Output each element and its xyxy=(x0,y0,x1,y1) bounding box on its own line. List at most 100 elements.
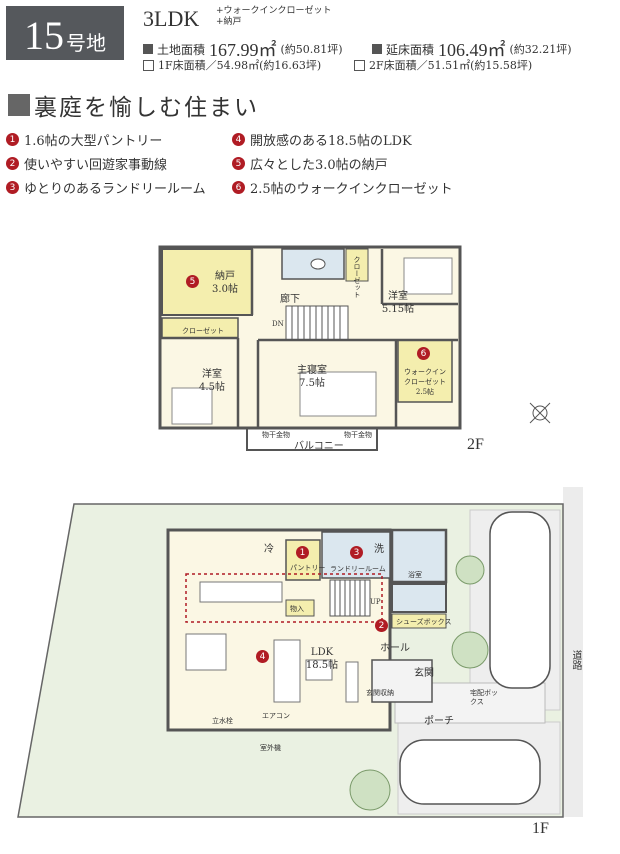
square-bullet-icon xyxy=(8,94,30,116)
marker-6: 6 xyxy=(417,347,430,360)
hall-2f-label: 廊下 xyxy=(280,294,300,305)
land-area-value: 167.99㎡ xyxy=(209,40,277,60)
storage-size: 3.0帖 xyxy=(212,284,238,295)
room-west-label: 洋室 4.5帖 xyxy=(190,368,234,394)
marker-4: 4 xyxy=(256,650,269,663)
floor2-area: 2F床面積／51.51㎡(約15.58坪) xyxy=(354,57,532,73)
toilet-1f xyxy=(391,583,447,613)
circulation-route xyxy=(185,573,383,623)
room-east-label: 洋室 5.15帖 xyxy=(376,290,420,316)
total-floor-area-value: 106.49㎡ xyxy=(438,40,506,60)
entrance-label: 玄関 xyxy=(414,668,434,679)
marker-3: 3 xyxy=(350,546,363,559)
plan-type: 3LDK xyxy=(143,6,200,31)
room-east-size: 5.15帖 xyxy=(381,304,415,315)
balcony-label: バルコニー xyxy=(294,441,344,452)
square-outline-icon xyxy=(143,59,154,71)
storage-name: 納戸 xyxy=(215,271,235,282)
marker-2: 2 xyxy=(375,619,388,632)
headline-text: 裏庭を愉しむ住まい xyxy=(34,95,259,121)
marker-1: 1 xyxy=(296,546,309,559)
dn-label: DN xyxy=(272,320,284,328)
delivery-box-label: 宅配ボックス xyxy=(470,689,498,706)
feature-text: 2.5帖のウォークインクローゼット xyxy=(250,182,453,197)
lot-number: 15 xyxy=(24,13,64,58)
bathroom xyxy=(390,528,448,584)
room-east-name: 洋室 xyxy=(388,291,408,302)
drying-right-label: 物干金物 xyxy=(344,431,372,439)
master-size: 7.5帖 xyxy=(299,378,325,389)
refrigerator-label: 冷 xyxy=(264,544,274,555)
square-outline-icon xyxy=(354,59,365,71)
up-label: UP xyxy=(370,598,381,606)
feature-text: 開放感のある18.5帖のLDK xyxy=(250,134,412,149)
road-label: 道路 xyxy=(570,650,581,670)
total-floor-area-label: 延床面積 xyxy=(386,42,435,57)
wic-name: ウォークイン xyxy=(404,368,446,376)
land-area-label: 土地面積 xyxy=(157,42,206,57)
shoe-box-label: シューズボックス xyxy=(396,618,452,626)
tree-icon xyxy=(349,555,489,811)
floor1-label: 1F xyxy=(532,820,549,837)
wic-label: ウォークイン クローゼット 2.5帖 xyxy=(400,367,450,397)
floor1-area: 1F床面積／54.98㎡(約16.63坪) xyxy=(143,57,321,73)
room-west-size: 4.5帖 xyxy=(199,382,225,393)
hall-1f-label: ホール xyxy=(380,643,410,654)
feature-number: 5 xyxy=(232,157,245,170)
aircon-label: エアコン xyxy=(262,712,290,720)
master-bedroom-label: 主寝室 7.5帖 xyxy=(290,364,334,390)
feature-text: 広々とした3.0帖の納戸 xyxy=(250,158,388,173)
road-strip xyxy=(563,487,583,817)
wic-size: 2.5帖 xyxy=(415,388,435,396)
feature-item: 4 開放感のある18.5帖のLDK xyxy=(232,130,412,149)
car-icon xyxy=(399,511,551,805)
feature-number: 3 xyxy=(6,181,19,194)
plan-extra-2: +納戸 xyxy=(216,17,242,27)
closet-label: クローゼット xyxy=(182,327,224,335)
feature-number: 1 xyxy=(6,133,19,146)
closet-east-label: クローゼット xyxy=(353,256,361,298)
floor1-site xyxy=(17,487,583,818)
total-floor-area: 延床面積 106.49㎡ (約32.21坪) xyxy=(372,36,572,62)
feature-item: 5 広々とした3.0帖の納戸 xyxy=(232,154,388,173)
outdoor-unit-label: 室外機 xyxy=(260,744,281,752)
marker-5: 5 xyxy=(186,275,199,288)
pantry-label: パントリー xyxy=(290,564,326,572)
storage-1f-label: 物入 xyxy=(290,605,304,613)
total-floor-area-tsubo: (約32.21坪) xyxy=(509,43,572,56)
porch-label: ポーチ xyxy=(424,716,454,727)
floor1-area-text: 1F床面積／54.98㎡(約16.63坪) xyxy=(158,59,322,72)
faucet-label: 立水栓 xyxy=(212,717,233,725)
entrance-storage-label: 玄関収納 xyxy=(366,689,394,697)
lot-number-badge: 15 号地 xyxy=(6,6,124,60)
floor2-area-text: 2F床面積／51.51㎡(約15.58坪) xyxy=(369,59,533,72)
feature-item: 1 1.6帖の大型パントリー xyxy=(6,130,162,149)
drying-left-label: 物干金物 xyxy=(262,431,290,439)
room-west-name: 洋室 xyxy=(202,369,222,380)
floor2-plan xyxy=(158,245,551,451)
feature-text: ゆとりのあるランドリールーム xyxy=(24,182,206,197)
storage-label: 納戸 3.0帖 xyxy=(205,270,245,296)
washer-label: 洗 xyxy=(374,544,384,555)
square-bullet-icon xyxy=(372,44,382,54)
bath-label: 浴室 xyxy=(408,571,422,579)
feature-number: 4 xyxy=(232,133,245,146)
wic-name2: クローゼット xyxy=(404,378,446,386)
plan-extra-1: +ウォークインクローゼット xyxy=(216,6,332,16)
plan-extras: +ウォークインクローゼット +納戸 xyxy=(216,6,332,28)
feature-number: 6 xyxy=(232,181,245,194)
storage-room xyxy=(161,248,253,316)
feature-item: 3 ゆとりのあるランドリールーム xyxy=(6,178,206,197)
floor2-label: 2F xyxy=(467,436,484,453)
stairs-2f xyxy=(285,305,349,341)
land-area: 土地面積 167.99㎡ (約50.81坪) xyxy=(143,36,343,62)
land-area-tsubo: (約50.81坪) xyxy=(280,43,343,56)
master-name: 主寝室 xyxy=(297,365,327,376)
laundry-label: ランドリールーム xyxy=(330,565,386,573)
ldk-label: LDK 18.5帖 xyxy=(302,646,342,672)
feature-text: 1.6帖の大型パントリー xyxy=(24,134,163,149)
headline: 裏庭を愉しむ住まい xyxy=(8,88,259,122)
square-bullet-icon xyxy=(143,44,153,54)
